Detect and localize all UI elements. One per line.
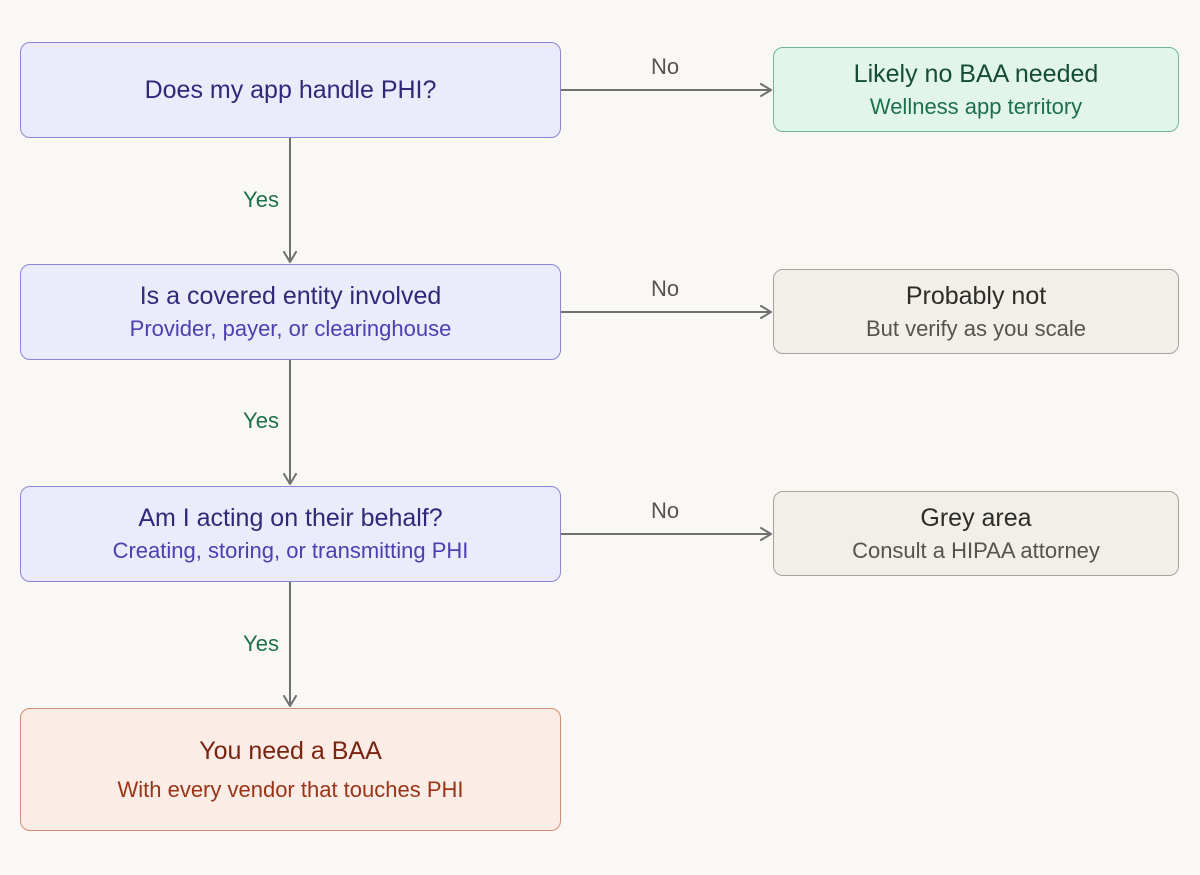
edge-label-no-2: No xyxy=(650,276,680,301)
node-probably-not: Probably not But verify as you scale xyxy=(773,269,1179,354)
node-acting-on-behalf-subtitle: Creating, storing, or transmitting PHI xyxy=(112,538,469,563)
edge-label-yes-3: Yes xyxy=(243,631,279,656)
edge-label-yes-1: Yes xyxy=(243,187,279,212)
node-probably-not-subtitle: But verify as you scale xyxy=(865,315,1087,341)
edge-label-no-1: No xyxy=(650,54,680,79)
node-acting-on-behalf: Am I acting on their behalf? Creating, s… xyxy=(20,486,561,582)
node-handles-phi-title: Does my app handle PHI? xyxy=(144,76,437,104)
edge-label-yes-2: Yes xyxy=(243,408,279,433)
node-need-baa-subtitle: With every vendor that touches PHI xyxy=(117,776,464,802)
node-no-baa-needed-subtitle: Wellness app territory xyxy=(869,93,1083,119)
node-need-baa: You need a BAA With every vendor that to… xyxy=(20,708,561,831)
node-need-baa-title: You need a BAA xyxy=(199,736,382,765)
node-probably-not-title: Probably not xyxy=(905,281,1047,310)
node-covered-entity: Is a covered entity involved Provider, p… xyxy=(20,264,561,360)
node-acting-on-behalf-title: Am I acting on their behalf? xyxy=(138,504,443,532)
node-handles-phi: Does my app handle PHI? xyxy=(20,42,561,138)
node-grey-area-subtitle: Consult a HIPAA attorney xyxy=(852,537,1100,563)
node-no-baa-needed: Likely no BAA needed Wellness app territ… xyxy=(773,47,1179,132)
node-covered-entity-title: Is a covered entity involved xyxy=(139,282,442,310)
node-grey-area-title: Grey area xyxy=(920,503,1032,532)
edge-label-no-3: No xyxy=(650,498,680,523)
node-covered-entity-subtitle: Provider, payer, or clearinghouse xyxy=(129,316,452,341)
node-grey-area: Grey area Consult a HIPAA attorney xyxy=(773,491,1179,576)
node-no-baa-needed-title: Likely no BAA needed xyxy=(853,59,1099,88)
